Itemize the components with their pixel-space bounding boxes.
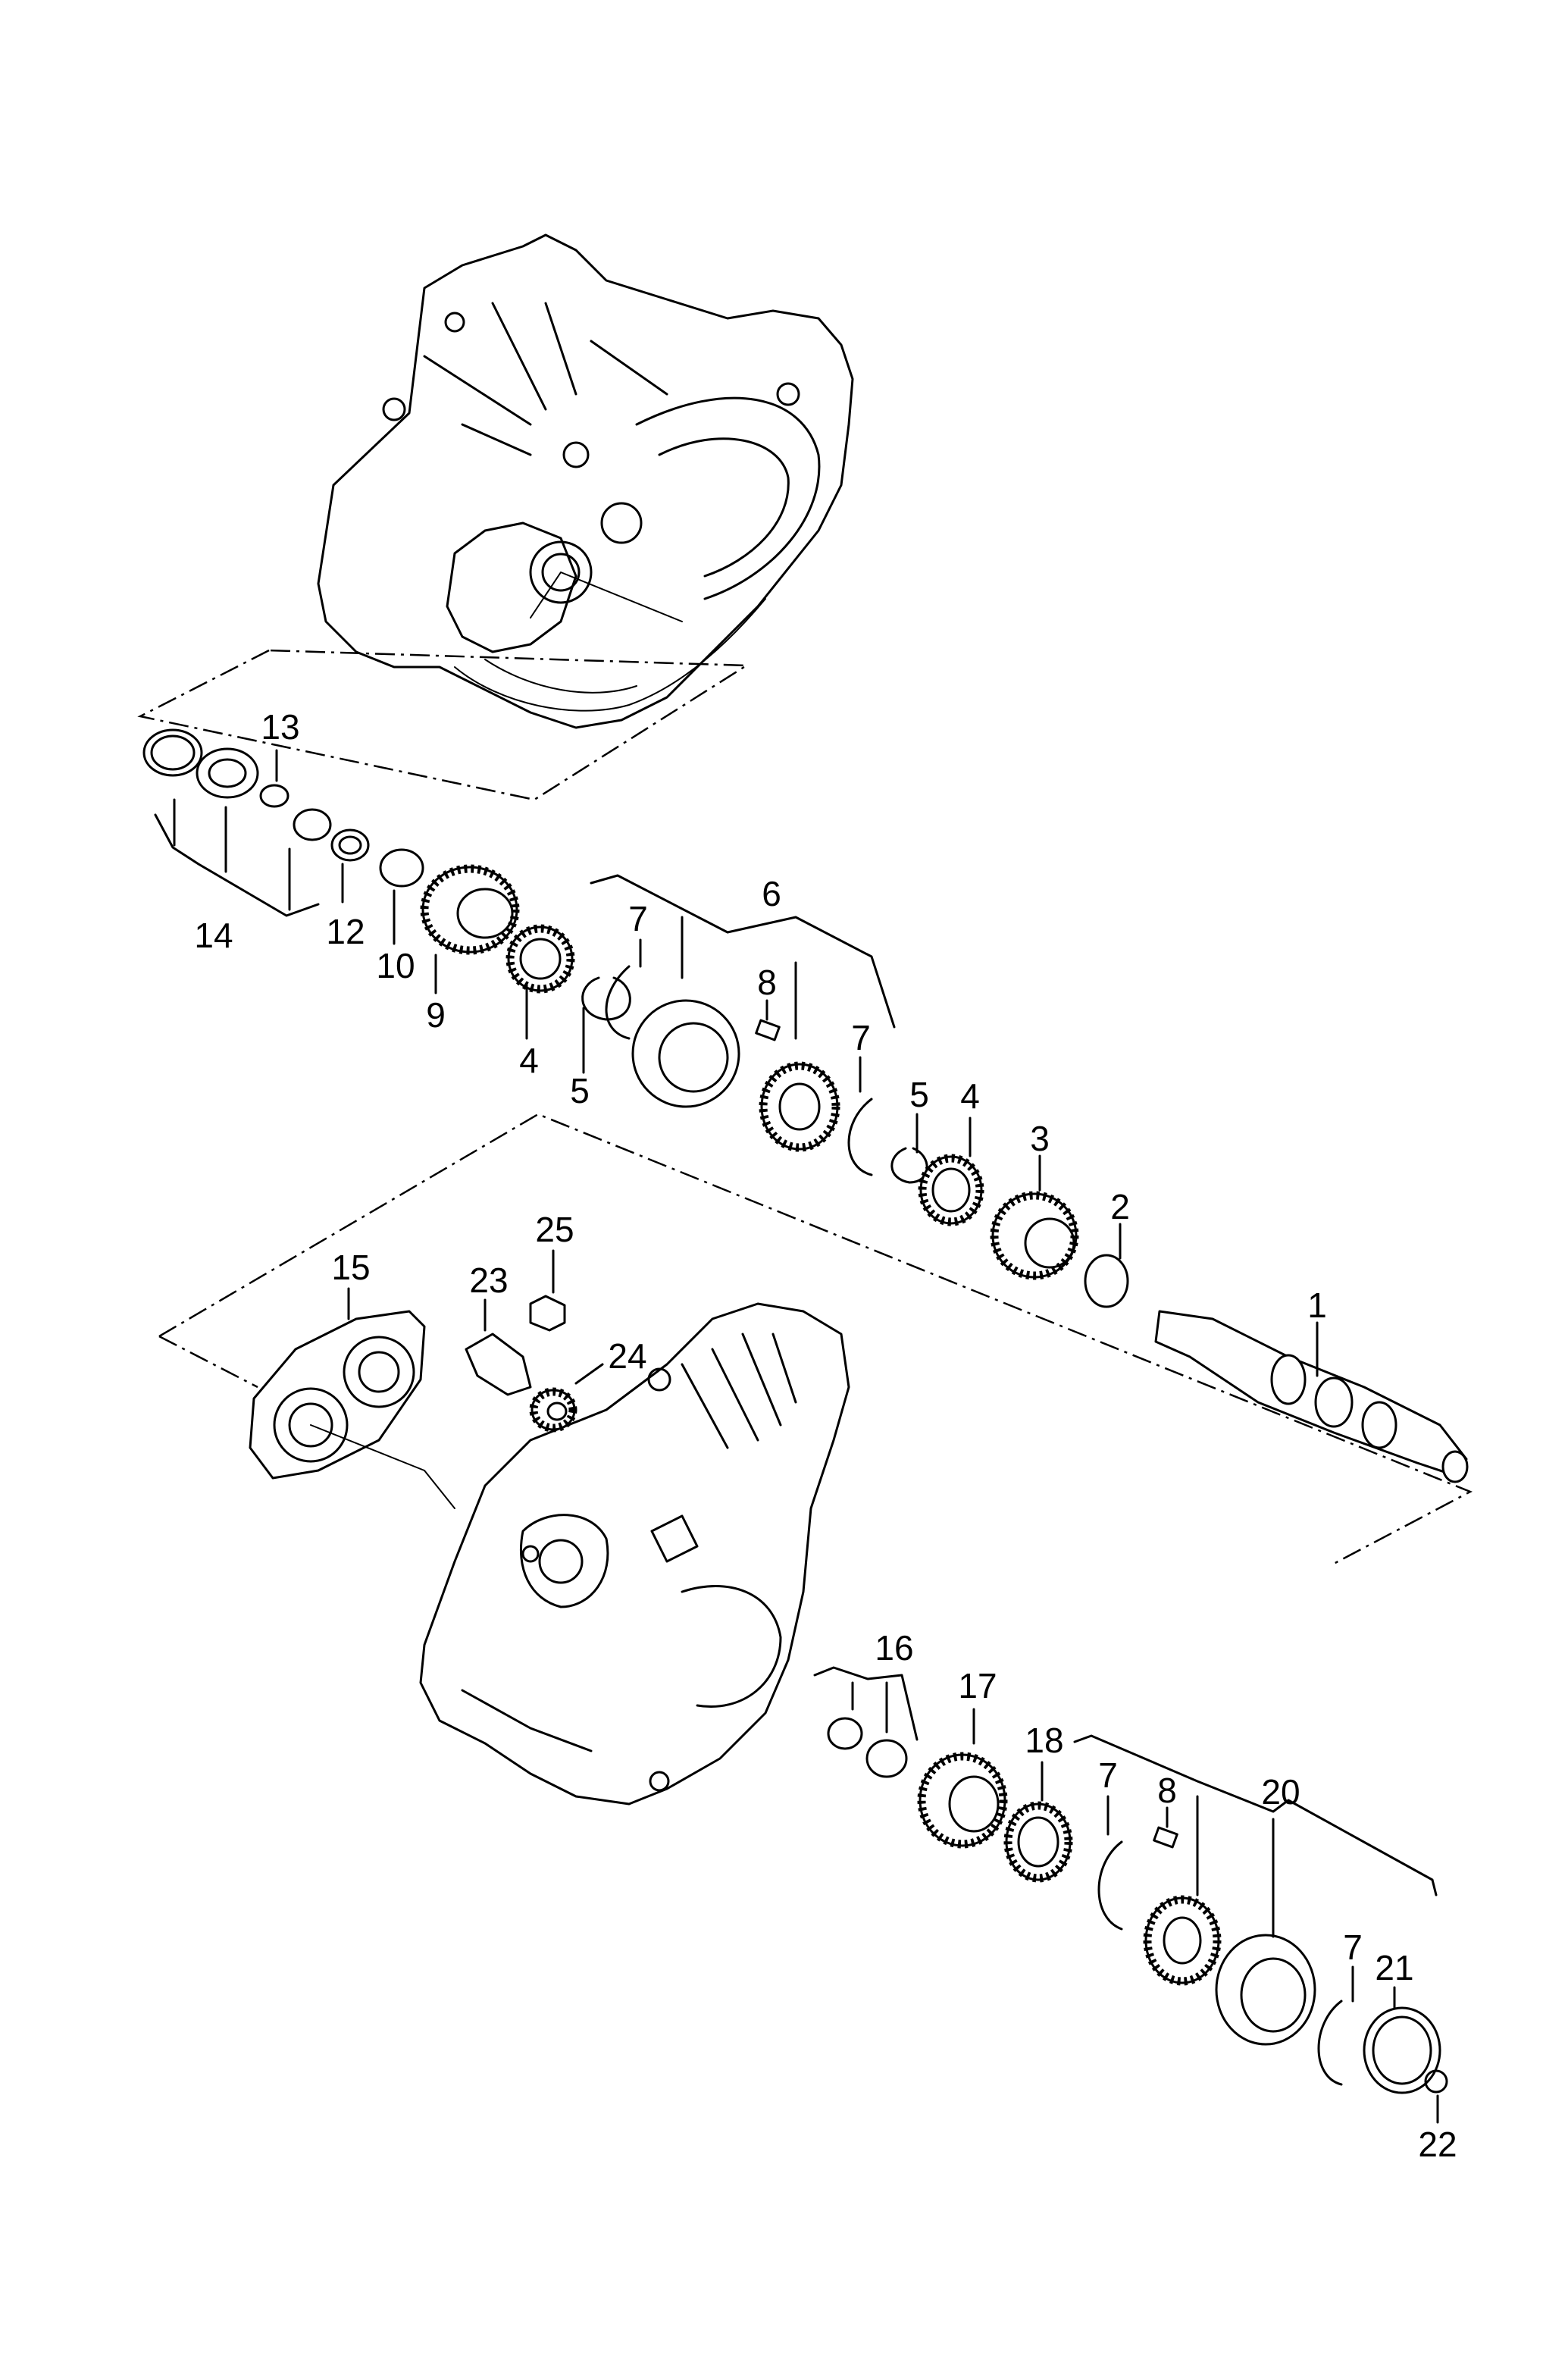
callout-4a: 4 bbox=[519, 1041, 539, 1080]
callout-3: 3 bbox=[1030, 1119, 1050, 1158]
shaft-assembly-parts bbox=[142, 728, 1469, 1483]
middle-dashed-outline-left bbox=[158, 1335, 258, 1389]
callout-25: 25 bbox=[535, 1210, 574, 1249]
callout-7c: 7 bbox=[1098, 1755, 1118, 1795]
callout-7b: 7 bbox=[851, 1018, 871, 1057]
callout-22: 22 bbox=[1418, 2125, 1457, 2164]
callout-23: 23 bbox=[469, 1261, 508, 1300]
callout-13: 13 bbox=[261, 707, 299, 747]
callout-2: 2 bbox=[1110, 1187, 1130, 1226]
callout-6: 6 bbox=[762, 874, 781, 913]
callout-15: 15 bbox=[331, 1248, 370, 1287]
callout-9: 9 bbox=[426, 995, 446, 1035]
callout-14: 14 bbox=[194, 916, 233, 955]
callout-7a: 7 bbox=[628, 899, 648, 938]
callout-4b: 4 bbox=[960, 1076, 980, 1116]
lower-transmission-housing bbox=[249, 1295, 850, 1806]
upper-transmission-housing bbox=[317, 233, 854, 729]
callout-8a: 8 bbox=[757, 963, 777, 1002]
callout-1: 1 bbox=[1307, 1286, 1327, 1325]
leader-lines bbox=[154, 749, 1439, 2124]
callout-8b: 8 bbox=[1157, 1771, 1177, 1810]
callout-7d: 7 bbox=[1343, 1928, 1363, 1967]
callout-12: 12 bbox=[326, 912, 365, 951]
middle-dashed-outline bbox=[158, 1113, 1473, 1566]
callout-17: 17 bbox=[958, 1666, 997, 1705]
callout-5a: 5 bbox=[570, 1071, 590, 1110]
callout-labels: 1 2 3 4 4 5 5 6 7 7 7 7 8 8 9 10 12 13 1… bbox=[194, 707, 1457, 2164]
callout-5b: 5 bbox=[909, 1075, 929, 1114]
upper-dashed-outline bbox=[137, 649, 750, 801]
callout-21: 21 bbox=[1375, 1948, 1413, 1987]
callout-16: 16 bbox=[875, 1628, 913, 1668]
callout-20: 20 bbox=[1261, 1772, 1300, 1812]
lower-shaft-parts bbox=[827, 1717, 1448, 2094]
callout-24: 24 bbox=[608, 1336, 646, 1376]
callout-18: 18 bbox=[1025, 1721, 1063, 1760]
callout-10: 10 bbox=[376, 946, 415, 985]
